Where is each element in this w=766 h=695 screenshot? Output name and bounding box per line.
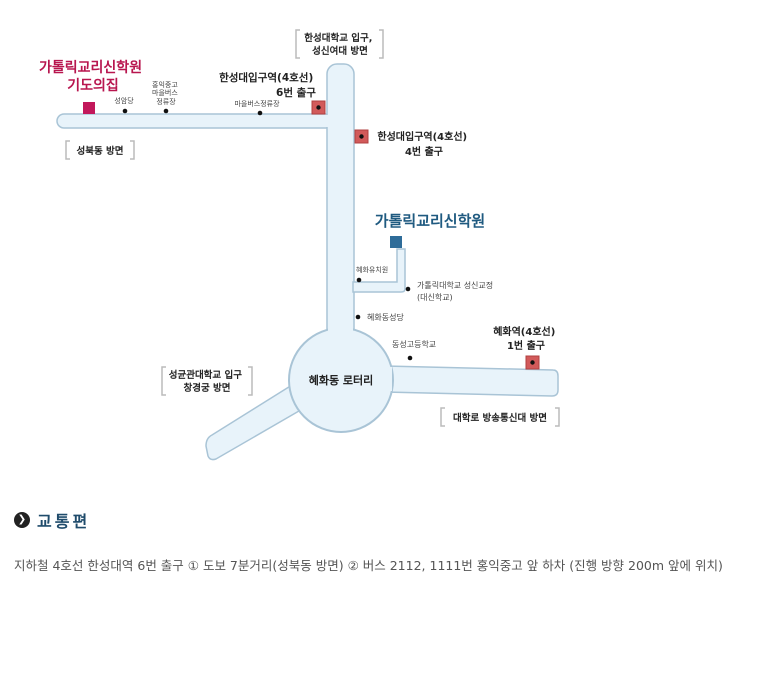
- direction-left: 성북동 방면: [76, 145, 123, 157]
- road-changgyeonggung: [205, 379, 320, 461]
- landmark-dot-village-bus: [257, 110, 263, 116]
- directions-text: 지하철 4호선 한성대역 6번 출구 ① 도보 7분거리(성북동 방면) ② 버…: [14, 558, 723, 573]
- landmark-dot-catholic-univ: [405, 286, 411, 292]
- landmark-dot-church: [355, 314, 361, 320]
- transport-section-header: ❯ 교통편: [14, 508, 90, 532]
- section-title: 교통편: [37, 512, 91, 531]
- label-seongnakdang: 성암당: [114, 96, 134, 105]
- label-kindergarten: 혜화유치원: [356, 265, 388, 274]
- exit-marker-hansung-6: [311, 100, 326, 115]
- exit-label-hansung-4: 한성대입구역(4호선) 4번 출구: [377, 130, 470, 158]
- exit-marker-hansung-4: [354, 129, 369, 144]
- circle-arrow-right-icon: ❯: [14, 512, 30, 528]
- road-seongbuk: [56, 113, 341, 129]
- chapel-name: 가톨릭교리신학원 기도의집: [39, 59, 147, 94]
- landmark-dot-hongik-bus: [163, 108, 169, 114]
- institute-name: 가톨릭교리신학원: [375, 212, 485, 230]
- direction-bottom-left: 성균관대학교 입구 창경궁 방면: [169, 369, 246, 394]
- exit-label-hyehwa-1: 혜화역(4호선) 1번 출구: [493, 325, 559, 352]
- label-church: 혜화동성당: [367, 312, 404, 322]
- location-map: 혜화동 로터리 가톨릭교리신학원 기도의집 가톨릭교리신학원 한성대입구역(4호…: [39, 29, 560, 461]
- direction-right: 대학로 방송통신대 방면: [453, 412, 547, 424]
- label-dongsung: 동성고등학교: [392, 339, 436, 349]
- exit-label-hansung-6: 한성대입구역(4호선) 6번 출구: [219, 71, 317, 99]
- institute-marker: [390, 236, 402, 248]
- label-hongik-bus: 홍익중고 마을버스 정류장: [152, 80, 180, 106]
- chapel-marker: [83, 102, 95, 114]
- landmark-dot-kindergarten: [356, 277, 362, 283]
- exit-marker-hyehwa-1: [525, 355, 540, 370]
- label-village-bus: 마을버스정류장: [234, 99, 280, 108]
- rotary-label: 혜화동 로터리: [309, 373, 374, 387]
- direction-top: 한성대학교 입구, 성신여대 방면: [304, 32, 375, 57]
- landmark-dot-seongnakdang: [122, 108, 128, 114]
- label-catholic-univ: 가톨릭대학교 성신교정 (대신학교): [417, 280, 496, 302]
- landmark-dot-dongsung: [407, 355, 413, 361]
- road-daehakro: [384, 365, 559, 397]
